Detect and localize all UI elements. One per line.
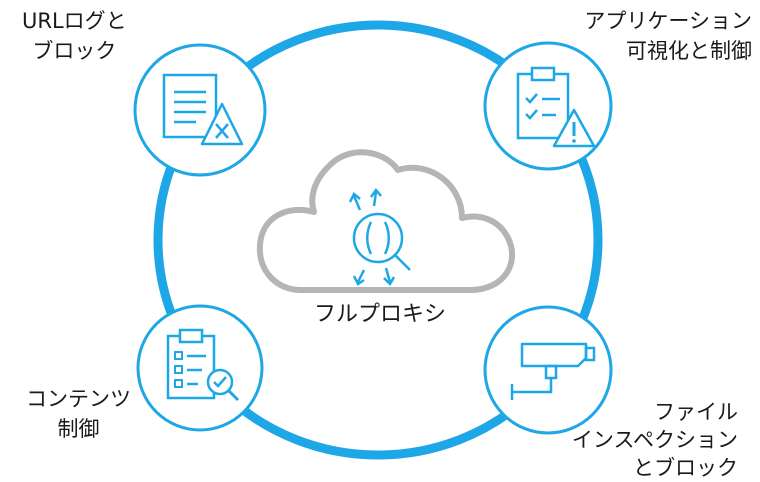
node-label-line: 可視化と制御 bbox=[626, 39, 752, 63]
node-label-line: インスペクション bbox=[571, 428, 738, 452]
node-label-line: ファイル bbox=[654, 400, 738, 424]
node-label-app: アプリケーション 可視化と制御 bbox=[584, 6, 752, 66]
cloud-proxy-icon bbox=[256, 149, 516, 293]
node-label-line: ブロック bbox=[32, 39, 117, 63]
node-label-url: URLログと ブロック bbox=[22, 6, 127, 66]
clipboard-warning-icon bbox=[483, 41, 613, 171]
node-label-file: ファイル インスペクション とブロック bbox=[572, 398, 738, 482]
node-label-line: とブロック bbox=[633, 456, 738, 480]
node-label-line: アプリケーション bbox=[584, 9, 752, 33]
document-block-icon bbox=[133, 43, 267, 177]
node-label-line: 制御 bbox=[57, 417, 100, 441]
node-label-line: URLログと bbox=[22, 9, 127, 33]
outer-ring bbox=[153, 20, 603, 460]
camera-inspection-icon bbox=[483, 305, 613, 435]
checklist-inspect-icon bbox=[136, 304, 264, 432]
node-label-content: コンテンツ 制御 bbox=[26, 384, 131, 444]
center-label: フルプロキシ bbox=[313, 302, 446, 327]
node-label-line: コンテンツ bbox=[26, 387, 131, 411]
